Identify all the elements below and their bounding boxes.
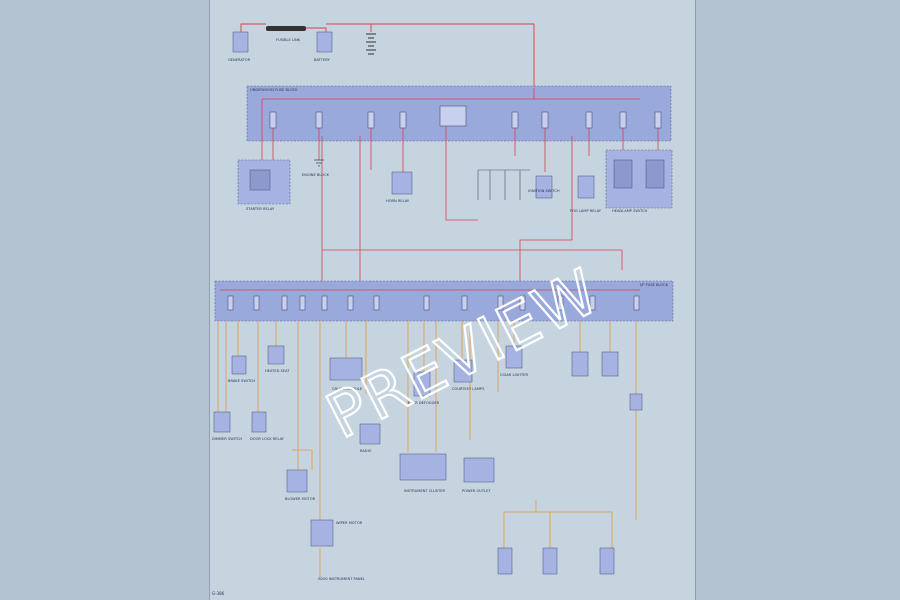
lower-component-b [601,351,619,377]
cruise-module-box [329,357,363,381]
fusible-link [266,26,306,31]
ground-note2-label: G200 INSTRUMENT PANEL [318,577,365,581]
ignition-switch-label: IGNITION SWITCH [528,189,560,193]
fog-lamp-relay-box [577,175,595,199]
radio-label: RADIO [360,449,372,453]
starter-relay-label: STARTER RELAY [246,207,275,211]
fuse-symbols-upper [269,105,662,129]
lower-component-c [629,393,643,411]
cruise-module-label: CRUISE MODULE [332,387,363,391]
ip-feed-wires [321,136,623,283]
ignition-switch-box [535,175,553,199]
power-outlet-box [463,457,495,483]
engine-fuse-block-label: UNDERHOOD FUSE BLOCK [250,88,298,92]
generator-box [232,31,249,53]
instrument-cluster-label: INSTRUMENT CLUSTER [404,489,445,493]
wiper-motor-label: WIPER MOTOR [336,521,363,525]
ip-fuse-symbols [227,295,640,311]
fusible-link-label: FUSIBLE LINK [276,38,301,42]
starter-relay-box [249,169,271,191]
relay-contacts [477,169,530,200]
ground-note-label: ENGINE BLOCK [302,173,330,177]
battery-label: BATTERY [314,58,331,62]
door-lock-relay-label: DOOR LOCK RELAY [250,437,285,441]
dimmer-switch-box [213,411,231,433]
lower-component-e [542,547,558,575]
ip-fuse-block [214,280,674,322]
cigar-lighter-label: CIGAR LIGHTER [500,373,528,377]
generator-label: GENERATOR [228,58,251,62]
headlamp-switch-label: HEADLAMP SWITCH [612,209,648,213]
cigar-lighter-box [505,345,523,369]
lower-component-f [599,547,615,575]
heated-seat-label: HEATED SEAT [265,369,290,373]
horn-relay-box [391,171,413,195]
dimmer-switch-label: DIMMER SWITCH [212,437,242,441]
power-outlet-label: POWER OUTLET [462,489,491,493]
main-feed-wire [240,23,535,88]
headlamp-switch-box-b [645,159,665,189]
ground-symbol [314,159,324,167]
ip-fuse-block-label: I/P FUSE BLOCK [640,283,669,287]
page-number: G-386 [212,591,225,596]
brake-switch-label: BRAKE SWITCH [228,379,255,383]
courtesy-lamps-box [453,359,473,383]
lower-component-a [571,351,589,377]
brake-switch-box [231,355,247,375]
lower-distribution-wires [292,449,613,580]
headlamp-switch-box-a [613,159,633,189]
blower-motor-label: BLOWER MOTOR [285,497,316,501]
battery-symbol [366,33,376,55]
rear-defogger-box [413,371,431,397]
courtesy-lamps-label: COURTESY LAMPS [452,387,485,391]
radio-box [359,423,381,445]
heated-seat-box [267,345,285,365]
rear-defogger-label: REAR DEFOGGER [408,401,440,405]
horn-relay-label: HORN RELAY [386,199,410,203]
wiper-motor-box [310,519,334,547]
fog-lamp-relay-label: FOG LAMP RELAY [570,209,602,213]
fuse-bus-wire [262,88,640,100]
instrument-cluster-box [399,453,447,481]
battery-box [316,31,333,53]
blower-motor-box [286,469,308,493]
lower-component-d [497,547,513,575]
upper-branch-wires [261,99,659,221]
door-lock-relay-box [251,411,267,433]
